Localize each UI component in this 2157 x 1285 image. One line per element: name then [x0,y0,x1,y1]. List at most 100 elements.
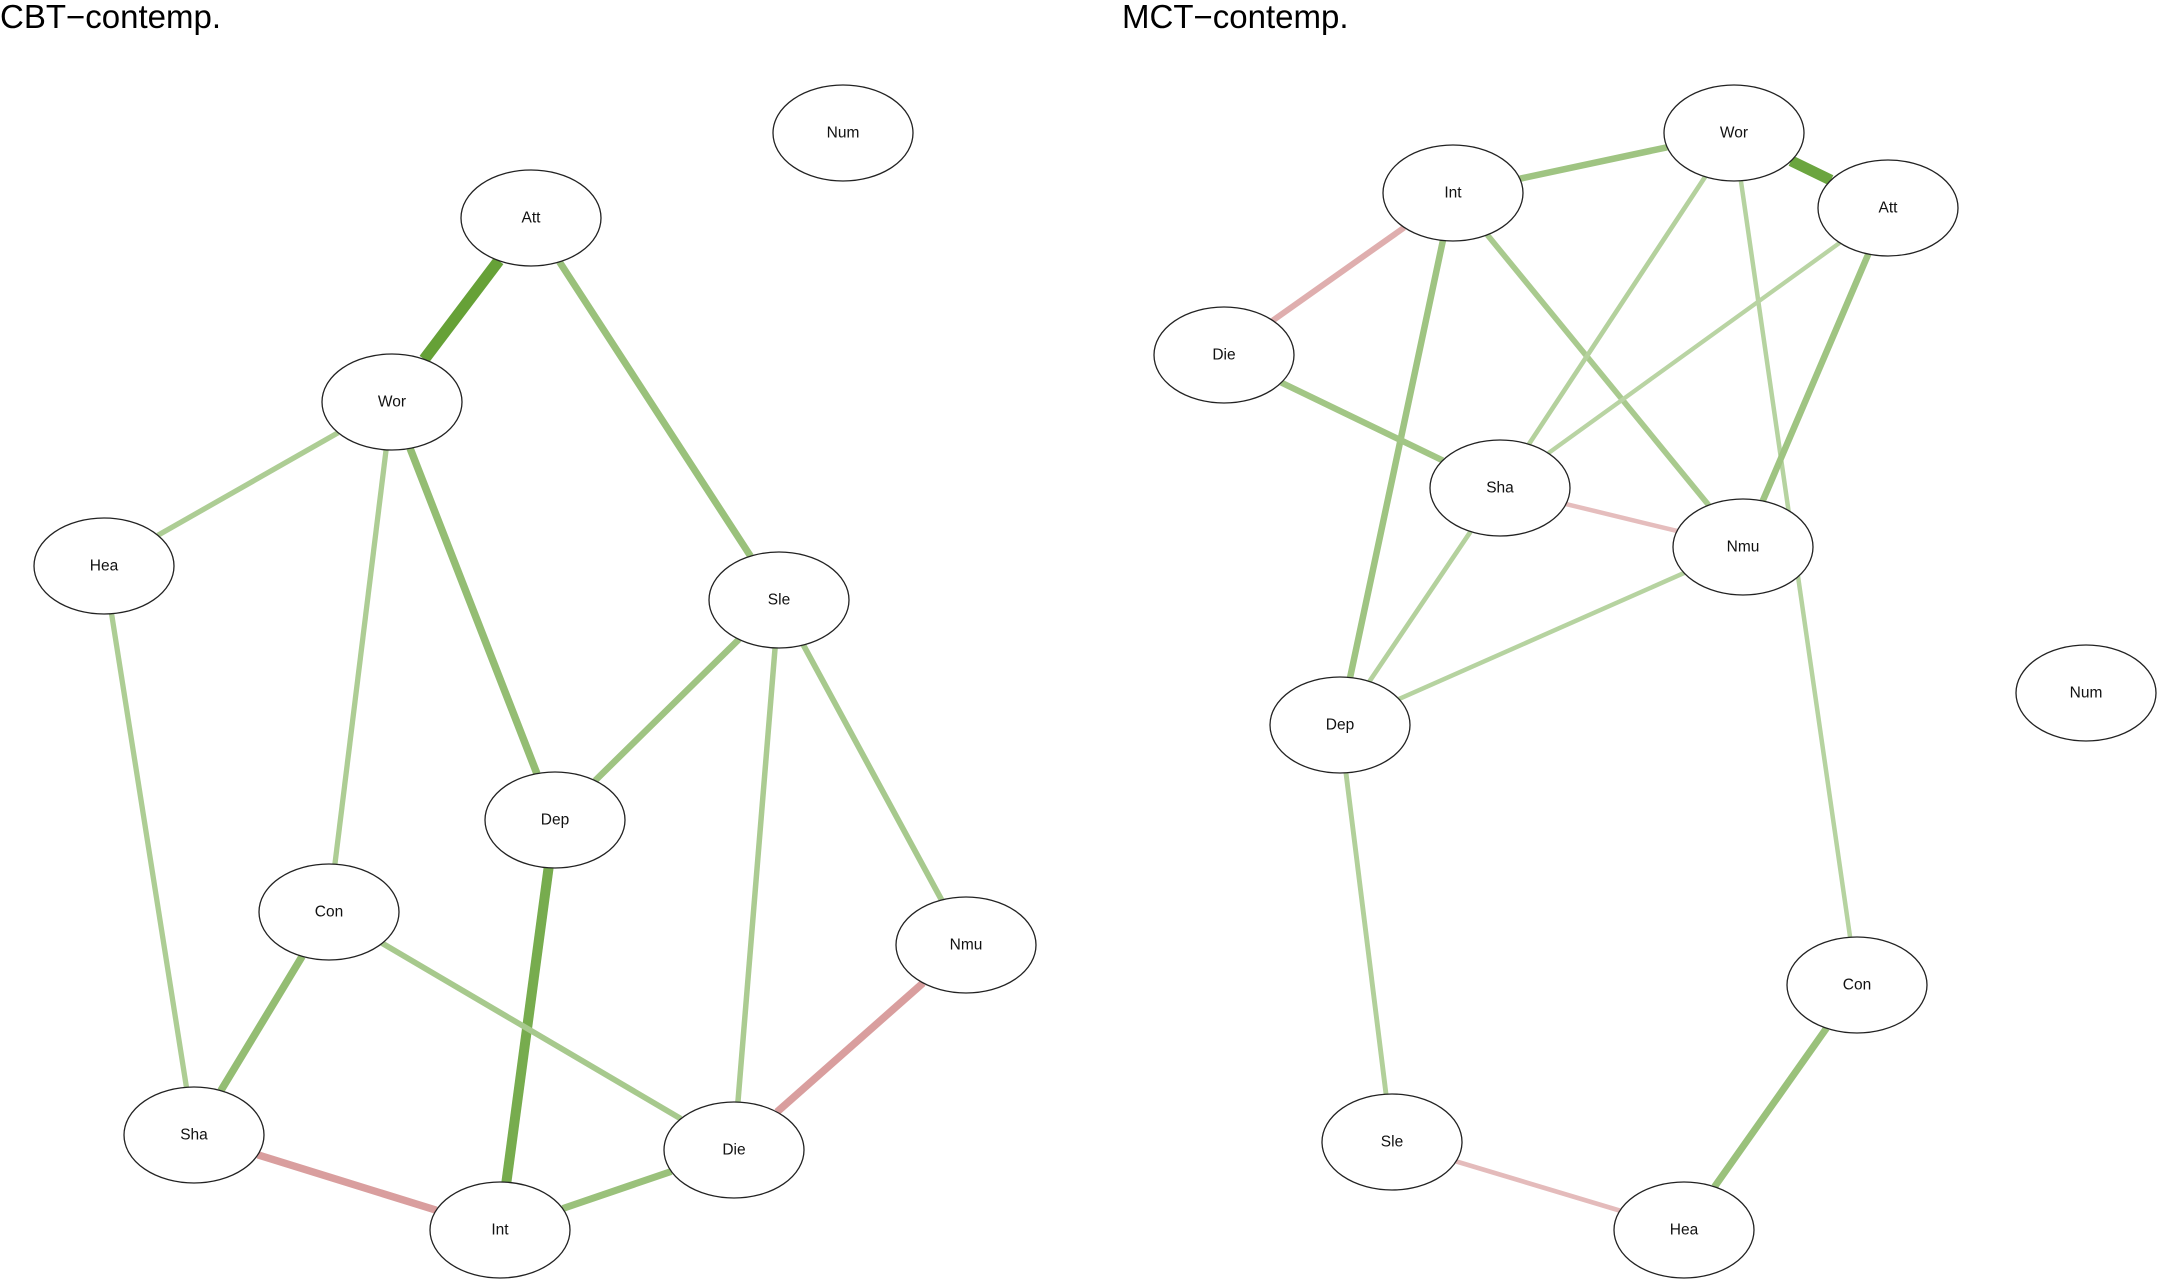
cbt-node-att: Att [460,169,602,267]
cbt-node-con-shape [258,863,400,961]
mct-node-wor-shape [1663,84,1805,182]
mct-node-int-shape [1382,144,1524,242]
mct-node-sha: Sha [1429,439,1571,537]
mct-edge-sle-hea [1455,1159,1621,1213]
cbt-node-dep-shape [484,771,626,869]
mct-node-die-shape [1153,306,1295,404]
mct-edge-int-dep [1346,239,1447,679]
mct-node-sha-shape [1429,439,1571,537]
cbt-node-hea: Hea [33,517,175,615]
cbt-node-num-shape [772,84,914,182]
cbt-node-wor: Wor [321,353,463,451]
mct-edge-wor-sha [1526,175,1708,446]
mct-edge-int-wor [1519,144,1668,182]
mct-node-num: Num [2015,644,2157,742]
cbt-node-wor-shape [321,353,463,451]
cbt-node-num-label: Num [827,125,860,142]
cbt-node-nmu-label: Nmu [950,937,983,954]
cbt-node-num: Num [772,84,914,182]
cbt-node-dep: Dep [484,771,626,869]
mct-edge-att-nmu [1759,252,1872,503]
mct-node-sle-shape [1321,1093,1463,1191]
cbt-node-sle-shape [708,551,850,649]
mct-node-dep: Dep [1269,676,1411,774]
cbt-node-sle: Sle [708,551,850,649]
mct-node-die: Die [1153,306,1295,404]
mct-node-nmu: Nmu [1672,498,1814,596]
mct-network-title: MCT−contemp. [1122,0,1349,35]
mct-node-num-shape [2015,644,2157,742]
cbt-node-int: Int [429,1181,571,1279]
mct-edge-nmu-dep [1397,570,1686,702]
mct-node-sle: Sle [1321,1093,1463,1191]
cbt-network-title: CBT−contemp. [0,0,222,35]
mct-node-die-label: Die [1212,347,1235,364]
mct-node-att: Att [1817,159,1959,257]
cbt-node-hea-label: Hea [90,558,119,575]
mct-edge-wor-att [1788,155,1834,186]
cbt-node-sha-label: Sha [180,1127,208,1144]
cbt-node-att-label: Att [522,210,542,227]
mct-edge-int-die [1270,225,1407,323]
mct-node-int: Int [1382,144,1524,242]
cbt-node-con-label: Con [315,904,343,921]
mct-node-con: Con [1786,936,1928,1034]
cbt-edge-con-die [380,940,683,1122]
cbt-edge-wor-con [332,449,389,865]
cbt-node-sha: Sha [123,1086,265,1184]
mct-node-num-label: Num [2070,685,2103,702]
cbt-edge-sle-nmu [800,643,945,902]
cbt-node-nmu-shape [895,896,1037,994]
mct-node-dep-label: Dep [1326,717,1354,734]
mct-network-panel: MCT−contemp. [1090,0,2157,1285]
cbt-edge-con-sha [217,954,306,1093]
cbt-edge-sha-int [256,1151,438,1214]
mct-edge-die-sha [1279,379,1445,464]
cbt-edge-hea-sha [108,613,190,1088]
cbt-node-int-label: Int [491,1222,509,1239]
cbt-edge-sle-dep [592,637,742,783]
mct-node-wor-label: Wor [1720,125,1748,142]
cbt-node-con: Con [258,863,400,961]
cbt-edge-sle-die [735,647,778,1103]
mct-node-sle-label: Sle [1381,1134,1403,1151]
mct-node-con-label: Con [1843,977,1871,994]
mct-node-int-label: Int [1444,185,1462,202]
mct-edge-att-sha [1546,241,1842,455]
cbt-node-nmu: Nmu [895,896,1037,994]
mct-node-hea: Hea [1613,1181,1755,1279]
mct-edge-int-nmu [1485,233,1711,507]
cbt-network-panel: CBT−contemp. [0,0,222,35]
mct-node-hea-label: Hea [1670,1222,1699,1239]
mct-node-nmu-shape [1672,498,1814,596]
cbt-edge-dep-int [501,867,554,1183]
cbt-node-dep-label: Dep [541,812,569,829]
mct-node-nmu-label: Nmu [1727,539,1760,556]
mct-node-att-label: Att [1879,200,1899,217]
mct-node-dep-shape [1269,676,1411,774]
cbt-edge-wor-dep [406,447,541,775]
cbt-node-sle-label: Sle [768,592,790,609]
cbt-node-die-shape [663,1101,805,1199]
cbt-node-att-shape [460,169,602,267]
mct-edge-sha-nmu [1565,501,1678,534]
cbt-node-int-shape [429,1181,571,1279]
cbt-edge-wor-hea [156,430,340,538]
mct-edge-dep-sle [1343,772,1389,1095]
cbt-node-die: Die [663,1101,805,1199]
mct-node-con-shape [1786,936,1928,1034]
mct-node-wor: Wor [1663,84,1805,182]
cbt-edge-int-die [561,1168,673,1212]
cbt-node-sha-shape [123,1086,265,1184]
mct-node-att-shape [1817,159,1959,257]
cbt-node-die-label: Die [722,1142,745,1159]
cbt-edge-att-sle [556,259,754,559]
edges-layer [108,144,1872,1214]
mct-node-sha-label: Sha [1486,480,1514,497]
cbt-node-wor-label: Wor [378,394,406,411]
mct-node-hea-shape [1613,1181,1755,1279]
mct-edge-sha-dep [1367,530,1473,683]
nodes-layer: NumAttWorHeaSleDepConNmuShaDieIntWorIntA… [33,84,2157,1279]
cbt-edge-nmu-die [774,980,926,1115]
